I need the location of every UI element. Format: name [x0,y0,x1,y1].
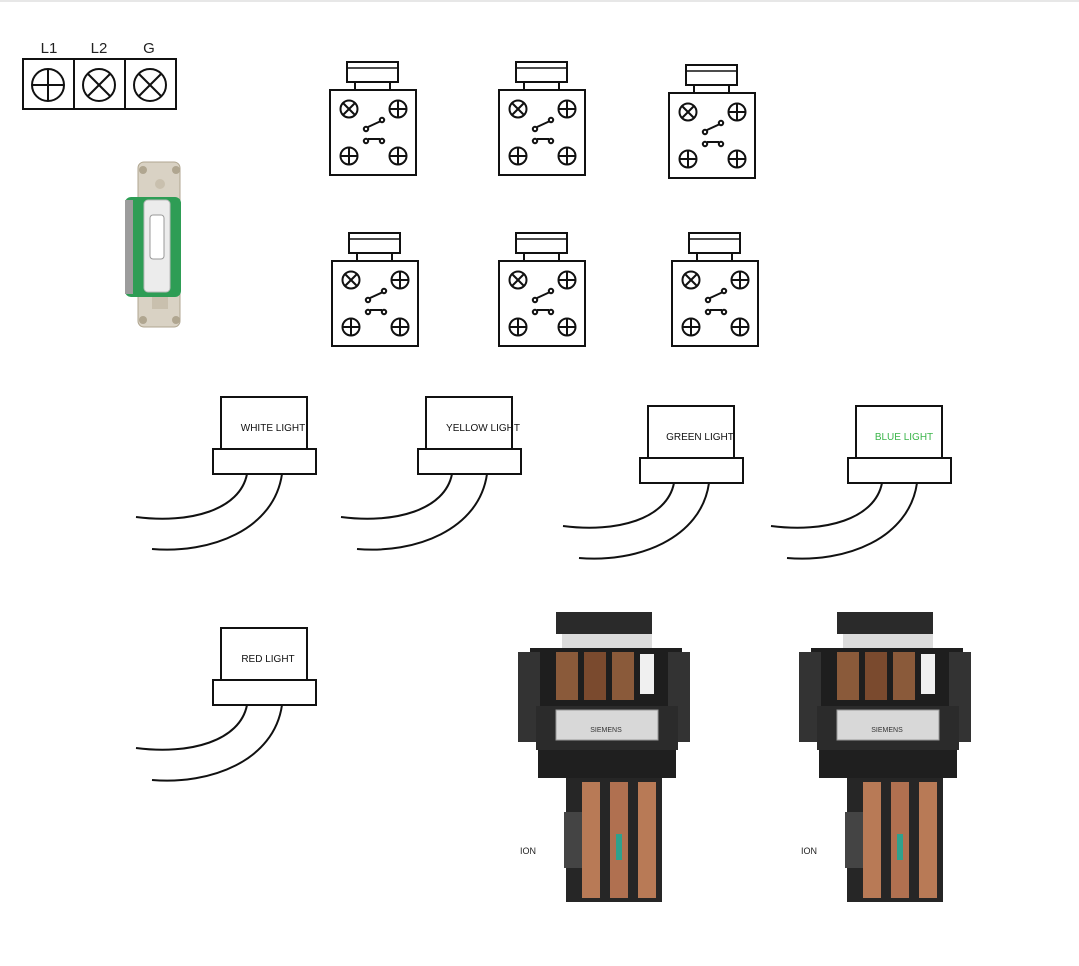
contactor-1-side-label: ION [520,846,536,856]
green-light-label: GREEN LIGHT [666,432,734,443]
terminal-label-l1: L1 [41,40,58,57]
yellow-pilot-light[interactable]: YELLOW LIGHT [340,396,522,551]
terminal-label-g: G [143,40,155,57]
contactor-1-brand: SIEMENS [590,727,622,734]
blue-pilot-light[interactable]: BLUE LIGHT [770,405,952,560]
pushbutton-switch-4-icon[interactable] [332,233,418,346]
pushbutton-switch-3-icon[interactable] [669,65,755,178]
yellow-light-label: YELLOW LIGHT [446,423,520,434]
contactor-2-side-label: ION [801,846,817,856]
terminal-l1-screw-icon[interactable] [31,68,65,102]
red-pilot-light[interactable]: RED LIGHT [135,627,317,782]
pushbutton-switch-1-icon[interactable] [330,62,416,175]
contactor-2-icon[interactable]: SIEMENS ION [798,611,972,903]
pushbutton-switch-5-icon[interactable] [499,233,585,346]
white-light-label: WHITE LIGHT [241,423,305,434]
contactor-2-brand: SIEMENS [871,727,903,734]
power-terminal-block: L1 L2 G [22,40,177,110]
white-pilot-light[interactable]: WHITE LIGHT [135,396,317,551]
terminal-label-l2: L2 [91,40,108,57]
toggle-switch-icon[interactable] [125,161,181,328]
pushbutton-switch-2-icon[interactable] [499,62,585,175]
terminal-g-screw-icon[interactable] [133,68,167,102]
pushbutton-switch-6-icon[interactable] [672,233,758,346]
green-pilot-light[interactable]: GREEN LIGHT [562,405,744,560]
red-light-label: RED LIGHT [241,654,294,665]
terminal-l2-screw-icon[interactable] [82,68,116,102]
contactor-1-icon[interactable]: SIEMENS ION [517,611,691,903]
blue-light-label: BLUE LIGHT [875,432,933,443]
